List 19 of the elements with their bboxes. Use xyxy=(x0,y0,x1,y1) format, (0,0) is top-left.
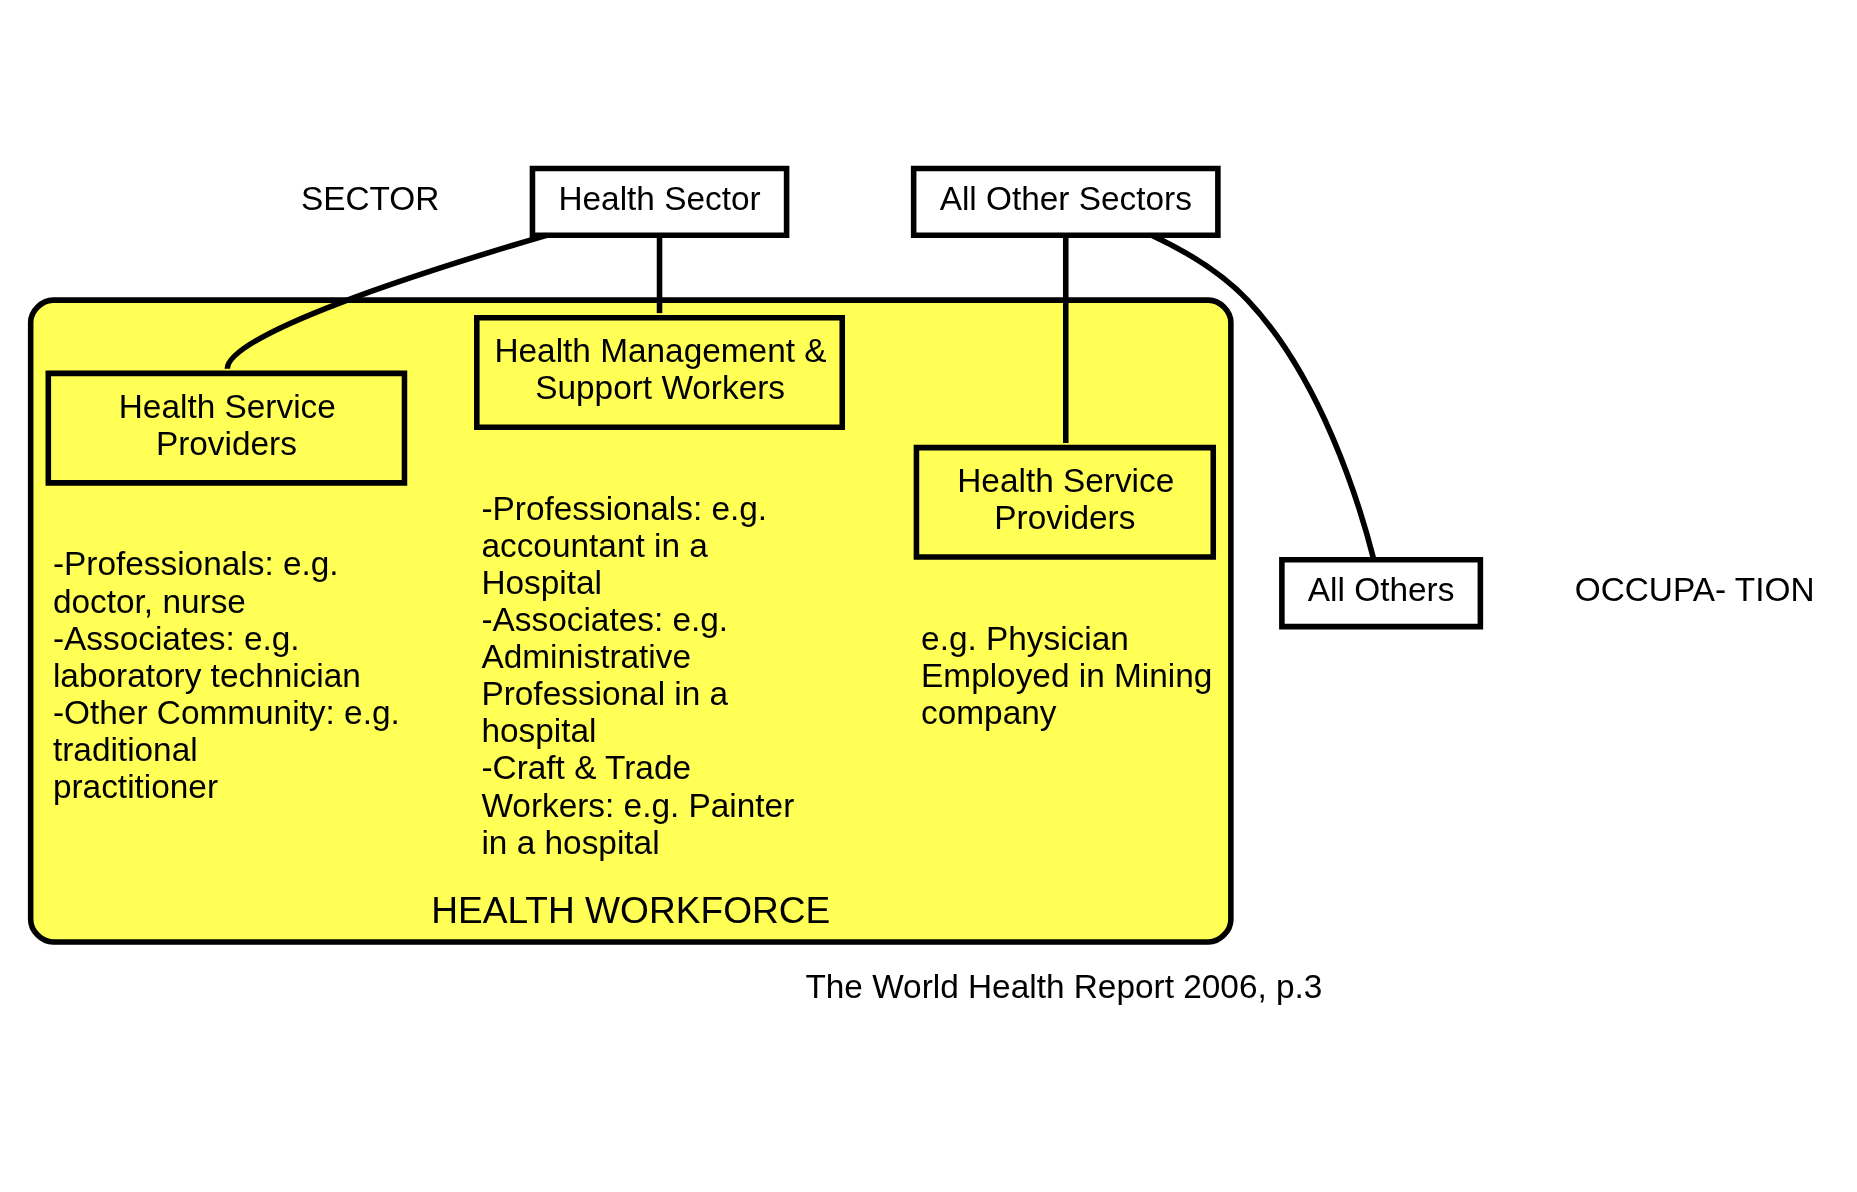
node-box: Health Management & Support Workers xyxy=(474,314,846,430)
node-label: -Associates: e.g. Administrative Professional in a hospital xyxy=(481,601,729,750)
node-label: -Craft & Trade Workers: e.g. Painter in a hospital xyxy=(481,749,795,861)
node-box: All Others xyxy=(1279,557,1484,630)
node-box: All Other Sectors xyxy=(910,165,1221,238)
node-label: -Professionals: e.g. doctor, nurse xyxy=(52,545,339,620)
node-box: Health Sector xyxy=(529,165,790,238)
node-label: e.g. Physician Employed in Mining company xyxy=(921,619,1213,731)
label: SECTOR xyxy=(300,179,440,217)
node-label: -Professionals: e.g. accountant in a Hospital xyxy=(481,489,768,601)
node-box: Health Service Providers xyxy=(45,370,408,486)
connector xyxy=(224,232,548,370)
node-box: Health Service Providers xyxy=(913,444,1217,560)
node-label: -Associates: e.g. laboratory technician xyxy=(52,619,361,694)
label: The World Health Report 2006, p.3 xyxy=(805,968,1323,1006)
connector xyxy=(656,235,663,314)
connector xyxy=(1063,235,1069,443)
node-label: -Other Community: e.g. traditional practitioner xyxy=(52,693,400,806)
label: OCCUPA- TION xyxy=(1574,571,1815,609)
